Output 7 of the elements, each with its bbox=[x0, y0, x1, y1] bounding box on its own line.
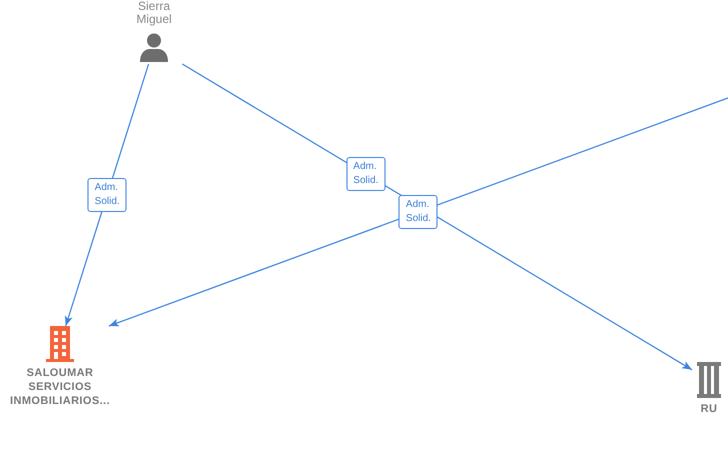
edge-label: Adm. Solid. bbox=[88, 178, 127, 212]
arrow bbox=[108, 97, 728, 327]
edge-label: Adm. Solid. bbox=[346, 157, 386, 192]
person-name: Sierra Miguel bbox=[135, 0, 173, 26]
edge-label: Adm. Solid. bbox=[398, 195, 438, 229]
company-name: RU bbox=[700, 402, 718, 416]
company-name: SALOUMAR SERVICIOS INMOBILIARIOS... bbox=[9, 366, 111, 408]
